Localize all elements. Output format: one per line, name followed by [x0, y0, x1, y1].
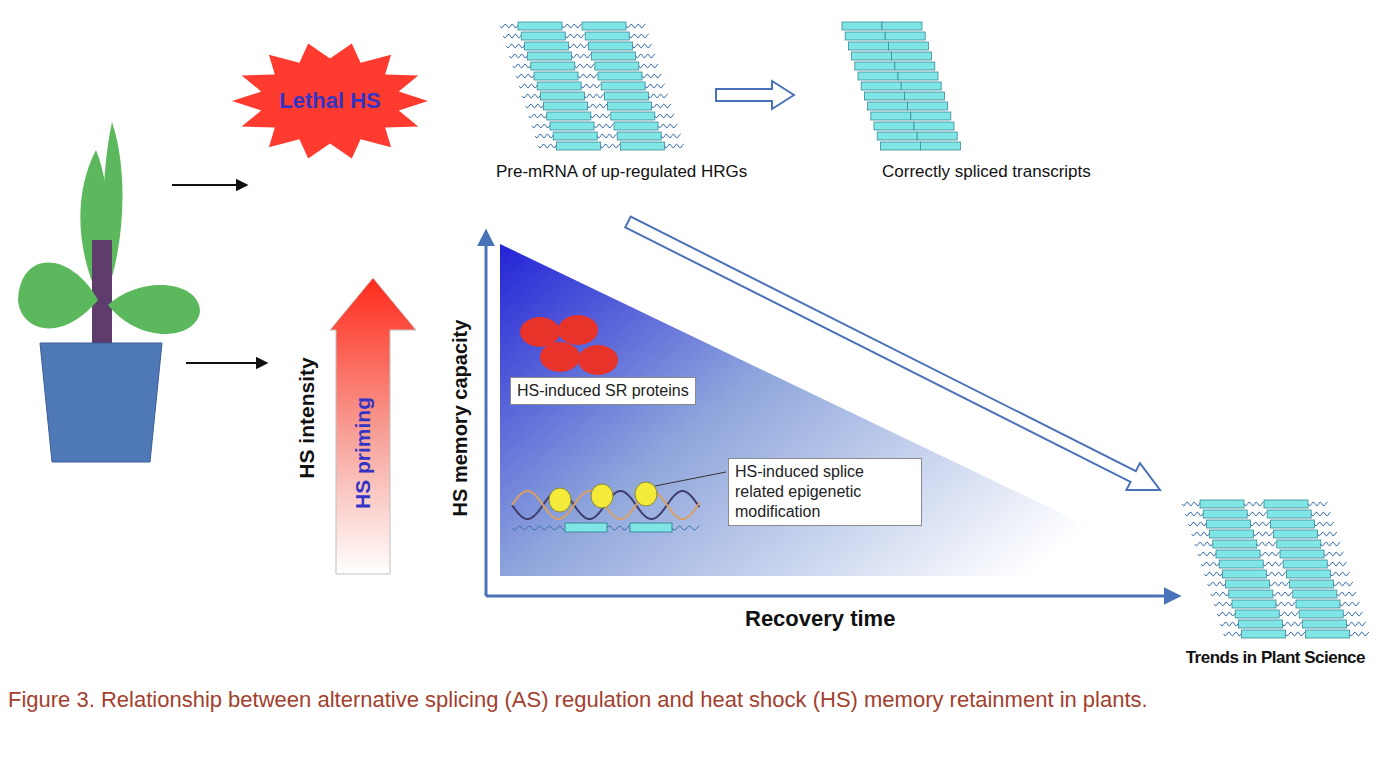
starburst-fill — [232, 43, 428, 158]
box-label: HS-induced SR proteins — [517, 381, 689, 401]
x-axis — [486, 595, 1178, 598]
y-axis — [485, 232, 488, 596]
priming-arrow: HS priming — [330, 278, 416, 574]
histone-mark — [635, 482, 657, 506]
pre-mrna-stack — [500, 22, 684, 150]
arrow-line — [172, 184, 246, 186]
axis-label: HS memory capacity — [449, 320, 472, 517]
histone-mark — [591, 484, 613, 508]
process-box: HS-induced SR proteins — [510, 377, 696, 405]
stress-label: Lethal HS — [279, 88, 380, 114]
journal-name: Trends in Plant Science — [1186, 648, 1365, 668]
plant-leaf — [18, 263, 98, 329]
sr-protein — [540, 342, 580, 372]
sr-protein — [578, 345, 618, 375]
axis-label: Recovery time — [745, 606, 895, 632]
memory-triangle — [500, 244, 1192, 576]
spliced-stack — [842, 22, 960, 150]
stack-label: Correctly spliced transcripts — [882, 162, 1091, 182]
axis-label: HS intensity — [295, 357, 319, 478]
priming-label: HS priming — [351, 397, 375, 509]
process-box: HS-induced splice related epigenetic mod… — [728, 458, 922, 526]
histone-mark — [549, 488, 571, 512]
process-arrow — [716, 81, 794, 109]
priming-arrow-fill — [330, 278, 416, 574]
process-arrow — [625, 217, 1160, 490]
sr-protein — [558, 315, 598, 345]
figure-caption: Figure 3. Relationship between alternati… — [8, 686, 1372, 715]
leader-line — [655, 472, 726, 486]
plant-illustration — [18, 122, 200, 462]
pre-mrna-stack — [1182, 500, 1369, 638]
arrow-line — [186, 362, 266, 364]
plant-pot — [40, 343, 162, 462]
stack-label: Pre-mRNA of up-regulated HRGs — [496, 162, 747, 182]
plant-leaf — [108, 285, 200, 334]
sr-protein — [520, 317, 560, 347]
box-label: HS-induced splice related epigenetic mod… — [735, 462, 915, 522]
stress-starburst: Lethal HS — [232, 42, 428, 160]
